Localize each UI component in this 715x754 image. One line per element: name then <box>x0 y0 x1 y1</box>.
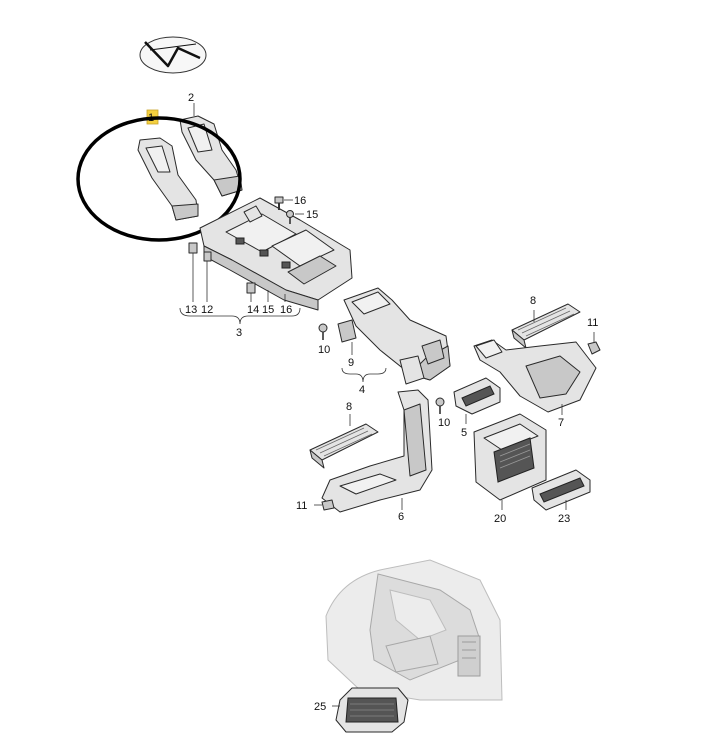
part-3-frame[interactable] <box>199 197 353 311</box>
vehicle-location-view <box>325 559 503 701</box>
part-1-duct[interactable] <box>137 137 199 221</box>
callout-10-upper: 10 <box>318 344 330 356</box>
callout-25: 25 <box>314 701 326 713</box>
part-7-trim[interactable] <box>473 339 597 413</box>
part-13-clip[interactable] <box>188 242 198 254</box>
callout-8-upper: 8 <box>530 295 536 307</box>
callout-2: 2 <box>188 92 194 104</box>
callout-16-upper: 16 <box>294 195 306 207</box>
part-14-clip[interactable] <box>246 282 256 294</box>
part-20-vent-housing[interactable] <box>473 413 547 501</box>
part-9-bracket[interactable] <box>337 319 357 343</box>
callout-12: 12 <box>201 304 213 316</box>
callout-8-lower: 8 <box>346 401 352 413</box>
part-11-nut-lower[interactable] <box>321 499 335 511</box>
callout-23: 23 <box>558 513 570 525</box>
part-11-nut-upper[interactable] <box>587 341 601 355</box>
part-5-vent[interactable] <box>453 377 501 415</box>
part-16-screw[interactable] <box>274 196 284 210</box>
callout-5: 5 <box>461 427 467 439</box>
part-15-screw[interactable] <box>286 210 294 225</box>
part-10-screw-lower[interactable] <box>435 397 445 414</box>
callout-15-upper: 15 <box>306 209 318 221</box>
part-8-grille-upper[interactable] <box>511 303 581 349</box>
callout-6: 6 <box>398 511 404 523</box>
direction-arrow-icon <box>139 36 207 74</box>
callout-10-lower: 10 <box>438 417 450 429</box>
callout-7: 7 <box>558 417 564 429</box>
callout-9: 9 <box>348 357 354 369</box>
callout-13: 13 <box>185 304 197 316</box>
callout-11-lower: 11 <box>296 500 307 512</box>
part-12-clip[interactable] <box>203 251 212 262</box>
callout-3: 3 <box>236 327 242 339</box>
callout-4: 4 <box>359 384 365 396</box>
callout-16-lower: 16 <box>280 304 292 316</box>
callout-20: 20 <box>494 513 506 525</box>
part-6-duct[interactable] <box>321 389 433 513</box>
part-25-grille[interactable] <box>335 687 409 733</box>
part-23-switch-panel[interactable] <box>531 469 591 511</box>
part-10-screw-upper[interactable] <box>318 323 328 340</box>
callout-14: 14 <box>247 304 259 316</box>
callout-15-lower: 15 <box>262 304 274 316</box>
callout-11-upper: 11 <box>587 317 598 329</box>
highlight-circle <box>76 116 242 242</box>
part-4-duct[interactable] <box>343 287 451 385</box>
part-8-grille-lower[interactable] <box>309 423 379 469</box>
